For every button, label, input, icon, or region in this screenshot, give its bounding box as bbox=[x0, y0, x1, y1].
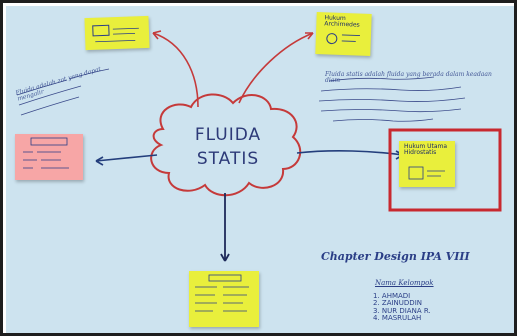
sticky-note-bottom bbox=[189, 271, 259, 327]
sticky-note-right: Hukum Utama Hidrostatis bbox=[399, 141, 455, 187]
arrowhead-left bbox=[95, 156, 104, 166]
member-1: 1. AHMADI bbox=[373, 292, 411, 300]
arrow-to-top-right bbox=[238, 32, 314, 104]
note-sketch bbox=[326, 33, 360, 45]
arrowhead-bottom bbox=[220, 253, 230, 262]
arrow-to-right bbox=[296, 150, 404, 156]
right-handwriting: Fluida statis adalah fluida yang berada … bbox=[325, 71, 492, 85]
cloud-title-line1: FLUIDA bbox=[194, 125, 262, 145]
sticky-note-left bbox=[15, 134, 83, 180]
sticky-note-top-left bbox=[84, 15, 150, 51]
red-frame bbox=[388, 128, 502, 212]
member-4: 4. MASRULAH bbox=[373, 314, 422, 323]
member-2: 2. ZAINUDDIN bbox=[373, 299, 422, 308]
note-sketch bbox=[195, 274, 249, 312]
note-sketch bbox=[408, 166, 445, 180]
note-sketch bbox=[23, 137, 69, 169]
mindmap-drawing bbox=[16, 30, 502, 262]
arrow-to-left bbox=[95, 154, 158, 162]
group-members: 1. AHMADI 2. ZAINUDDIN 3. NUR DIANA R. 4… bbox=[373, 292, 431, 323]
sticky-note-top-right: Hukum Archimedes bbox=[315, 12, 372, 56]
handwriting-scribbles bbox=[16, 68, 466, 122]
member-3: 3. NUR DIANA R. bbox=[373, 306, 431, 315]
note-sketch bbox=[92, 24, 139, 43]
arrow-to-top-left bbox=[152, 32, 199, 108]
chapter-title: Chapter Design IPA VIII bbox=[321, 250, 470, 263]
arrowhead-top-right bbox=[305, 32, 314, 40]
cloud-title-line2: STATIS bbox=[196, 149, 260, 169]
arrowhead-top-left bbox=[152, 30, 162, 40]
cloud-outline bbox=[150, 93, 302, 197]
note-label-right: Hukum Utama Hidrostatis bbox=[404, 143, 448, 157]
group-heading: Nama Kelompok bbox=[375, 279, 434, 287]
